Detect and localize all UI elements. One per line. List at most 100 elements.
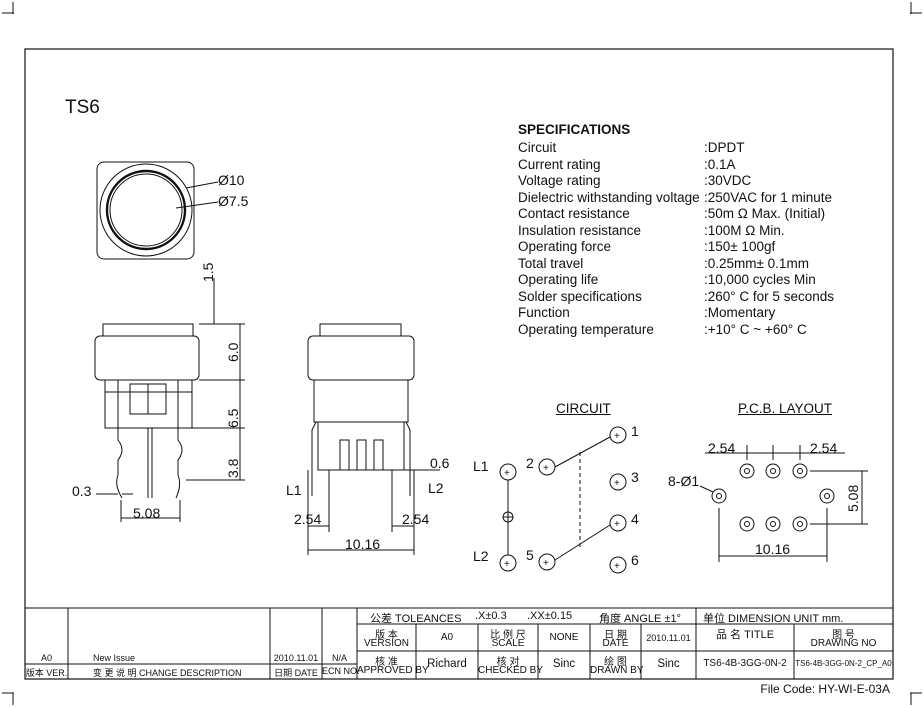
dim-cap-label: 6.0 <box>225 342 241 362</box>
spec-row: Function :Momentary <box>518 305 775 320</box>
spec-row: Circuit :DPDT <box>518 140 745 155</box>
tolerance-x: .X±0.3 <box>475 610 507 622</box>
pcb-dim-width-label: 10.16 <box>755 541 791 557</box>
circuit-l2-label: L2 <box>473 548 489 564</box>
spec-row: Operating temperature :+10° C ~ +60° C <box>518 322 807 337</box>
spec-row: Dielectric withstanding voltage :250VAC f… <box>518 190 832 205</box>
drawing-no-cn: 图 号 <box>832 630 855 641</box>
file-code: File Code: HY-WI-E-03A <box>760 682 890 696</box>
title-block <box>25 607 893 679</box>
dim-pin-label: 3.8 <box>225 458 241 478</box>
checked-en: CHECKED BY <box>478 665 544 676</box>
inner-diameter-label: Ø7.5 <box>218 193 249 209</box>
rev-date: 2010.11.01 <box>273 653 319 663</box>
pcb-heading: P.C.B. LAYOUT <box>738 401 833 416</box>
spec-row: Contact resistance :50m Ω Max. (Initial) <box>518 206 825 221</box>
svg-text:+: + <box>543 463 549 474</box>
drawn-cn: 绘 图 <box>604 657 627 668</box>
circuit-pin-2: 2 <box>526 455 534 471</box>
side-view <box>307 323 440 555</box>
spec-row: Insulation resistance:100M Ω Min. <box>518 223 785 238</box>
spec-label: Current rating <box>518 157 601 172</box>
top-view <box>96 161 219 260</box>
title-value: TS6-4B-3GG-0N-2 <box>703 658 787 669</box>
spec-row: Total travel :0.25mm± 0.1mm <box>518 256 809 271</box>
dim-top-label: 1.5 <box>200 262 216 282</box>
spec-value: :260° C for 5 seconds <box>704 289 834 304</box>
circuit-pin-6: 6 <box>631 552 639 568</box>
svg-text:+: + <box>543 558 549 569</box>
specifications-heading: SPECIFICATIONS <box>518 122 631 137</box>
spec-value: :100M Ω Min. <box>704 223 785 238</box>
title-label: 品 名 TITLE <box>715 629 775 641</box>
angle-tolerance: 角度 ANGLE ±1° <box>599 613 681 625</box>
dim-pin-width-label: 0.6 <box>430 455 450 471</box>
spec-row: Operating life :10,000 cycles Min <box>518 272 816 287</box>
drawing-no-value: TS6-4B-3GG-0N-2_CP_A0 <box>795 659 892 668</box>
spec-value: :Momentary <box>704 305 776 320</box>
hdr-ecn: ECN NO. <box>322 666 360 676</box>
front-view <box>94 278 245 522</box>
pcb-dim-left-label: 2.54 <box>708 440 736 456</box>
approved-en: APPROVED BY <box>357 665 429 676</box>
circuit-pin-3: 3 <box>631 469 639 485</box>
circuit-pin-5: 5 <box>526 547 534 563</box>
drawn-value: Sinc <box>657 658 680 670</box>
spec-value: :10,000 cycles Min <box>704 272 816 287</box>
date-value: 2010.11.01 <box>646 633 691 643</box>
dim-side-left-label: 2.54 <box>294 511 322 527</box>
spec-value: :50m Ω Max. (Initial) <box>704 206 826 221</box>
rev-version: A0 <box>40 653 52 663</box>
spec-label: Operating life <box>518 272 599 287</box>
version-cn: 版 本 <box>375 630 398 641</box>
tolerance-xx: .XX±0.15 <box>527 610 573 622</box>
pcb-holes-label: 8-Ø1 <box>668 473 700 489</box>
pcb-dim-height-label: 5.08 <box>845 484 861 512</box>
circuit-pin-1: 1 <box>631 423 639 439</box>
spec-label: Contact resistance <box>518 206 630 221</box>
svg-text:+: + <box>614 561 620 572</box>
drawing-title: TS6 <box>65 97 100 118</box>
spec-value: :0.25mm± 0.1mm <box>704 256 809 271</box>
circuit-pin-4: 4 <box>631 511 639 527</box>
pcb-layout <box>699 445 868 562</box>
dim-side-right-label: 2.54 <box>402 511 430 527</box>
pcb-dim-right-label: 2.54 <box>810 440 838 456</box>
approved-value: Richard <box>427 658 467 670</box>
spec-label: Function <box>518 305 570 320</box>
svg-text:+: + <box>614 431 620 442</box>
hdr-date: 日期 DATE <box>274 668 318 678</box>
dimension-unit: 单位 DIMENSION UNIT mm. <box>703 613 844 625</box>
spec-value: :0.1A <box>704 157 736 172</box>
svg-text:+: + <box>504 468 510 479</box>
rev-description: New Issue <box>93 653 136 663</box>
version-en: VERSION <box>363 638 409 649</box>
date-en: DATE <box>602 638 629 649</box>
spec-value: :+10° C ~ +60° C <box>704 322 807 337</box>
circuit-diagram: + + + + + + + + <box>499 426 627 574</box>
version-value: A0 <box>440 632 454 643</box>
outer-diameter-label: Ø10 <box>218 172 245 188</box>
spec-label: Operating temperature <box>518 322 654 337</box>
spec-row: Operating force :150± 100gf <box>518 239 775 254</box>
side-l2-label: L2 <box>428 480 444 496</box>
spec-label: Total travel <box>518 256 584 271</box>
circuit-l1-label: L1 <box>473 458 489 474</box>
spec-value: :250VAC for 1 minute <box>704 190 833 205</box>
approved-cn: 核 准 <box>375 657 398 668</box>
spec-label: Operating force <box>518 239 612 254</box>
spec-value: :150± 100gf <box>704 239 776 254</box>
spec-label: Solder specifications <box>518 289 642 304</box>
side-l1-label: L1 <box>286 482 302 498</box>
hdr-description: 变 更 说 明 CHANGE DESCRIPTION <box>93 668 242 678</box>
svg-text:+: + <box>504 559 510 570</box>
spec-label: Circuit <box>518 140 557 155</box>
hdr-version: 版本 VER. <box>25 668 68 678</box>
sheet-border <box>24 48 894 680</box>
spec-value: :DPDT <box>704 140 745 155</box>
spec-label: Dielectric withstanding voltage <box>518 190 700 205</box>
date-cn: 日 期 <box>604 630 627 641</box>
spec-row: Solder specifications :260° C for 5 secon… <box>518 289 834 304</box>
